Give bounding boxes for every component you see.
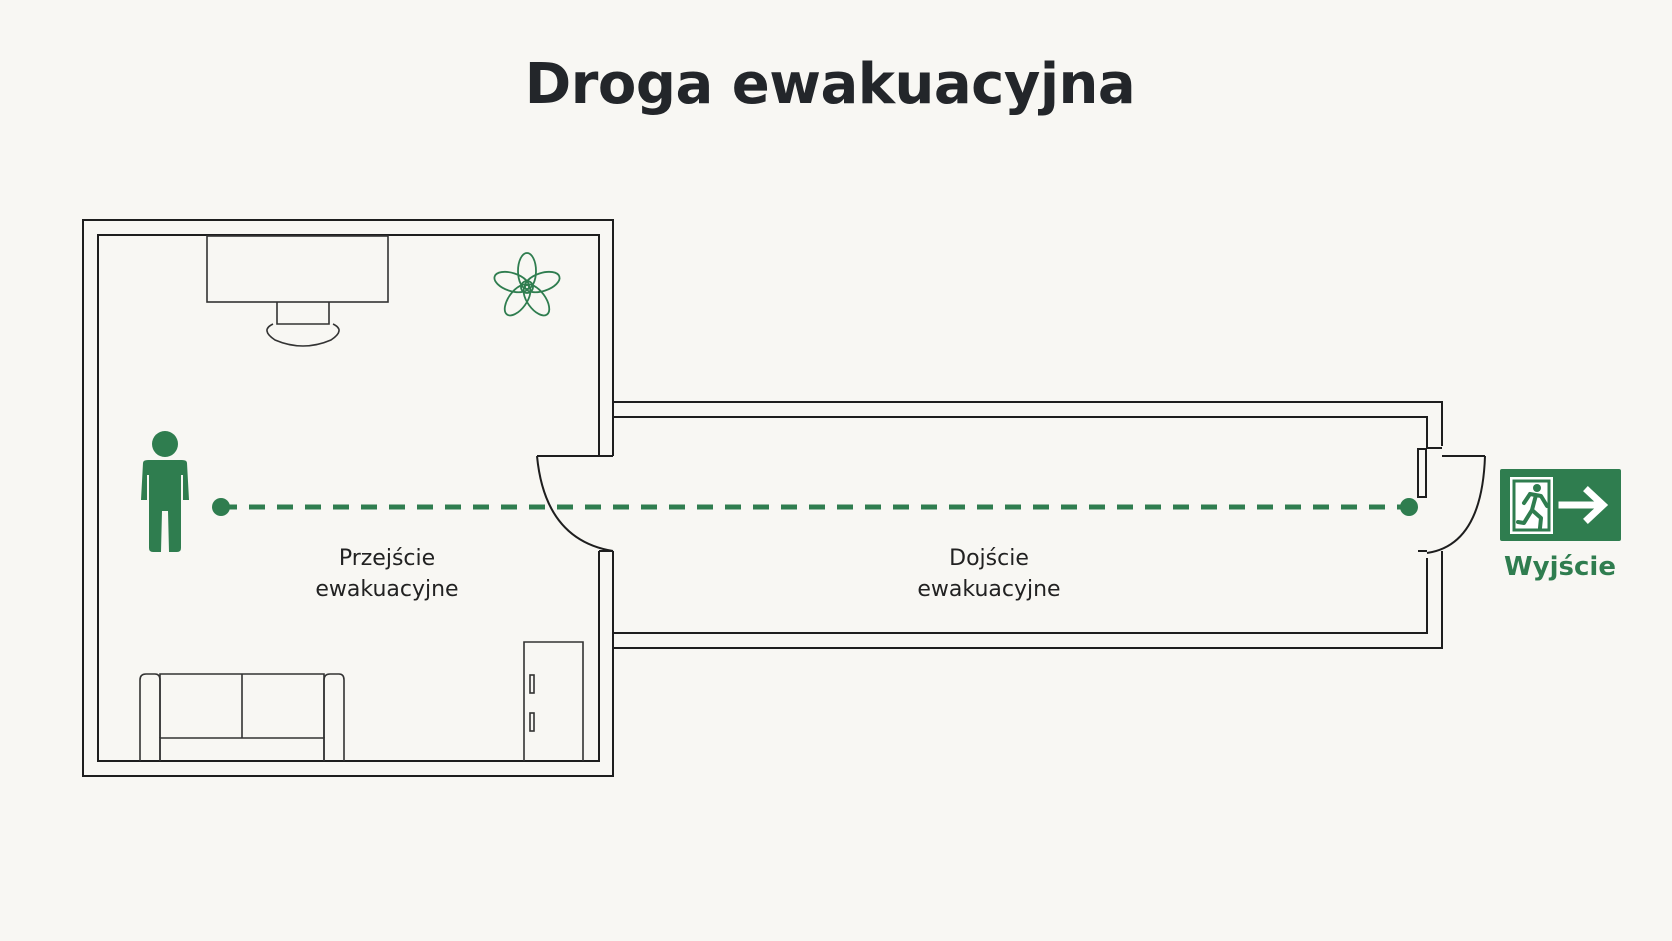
corridor-walls: [598, 401, 1443, 649]
sofa: [139, 673, 345, 761]
room-walls: [82, 219, 614, 777]
person-icon: [141, 431, 189, 552]
zone-label-corridor-line2: ewakuacyjne: [917, 577, 1061, 602]
evacuation-route: [212, 498, 1418, 516]
plant-icon: [493, 252, 561, 317]
zone-label-corridor-line1: Dojście: [949, 546, 1029, 571]
route-end-dot: [1400, 498, 1418, 516]
exit-label: Wyjście: [1504, 552, 1616, 582]
desk: [206, 235, 389, 347]
exit-sign-icon: [1500, 469, 1621, 541]
exit-door: [1417, 446, 1486, 554]
zone-label-room-line2: ewakuacyjne: [315, 577, 459, 602]
page-title: Droga ewakuacyjna: [524, 52, 1136, 117]
wardrobe: [523, 641, 584, 761]
zone-label-room-line1: Przejście: [338, 546, 436, 571]
zone-label-corridor: Dojście ewakuacyjne: [869, 543, 1109, 605]
inner-door: [536, 455, 614, 552]
route-start-dot: [212, 498, 230, 516]
zone-label-room: Przejście ewakuacyjne: [267, 543, 507, 605]
